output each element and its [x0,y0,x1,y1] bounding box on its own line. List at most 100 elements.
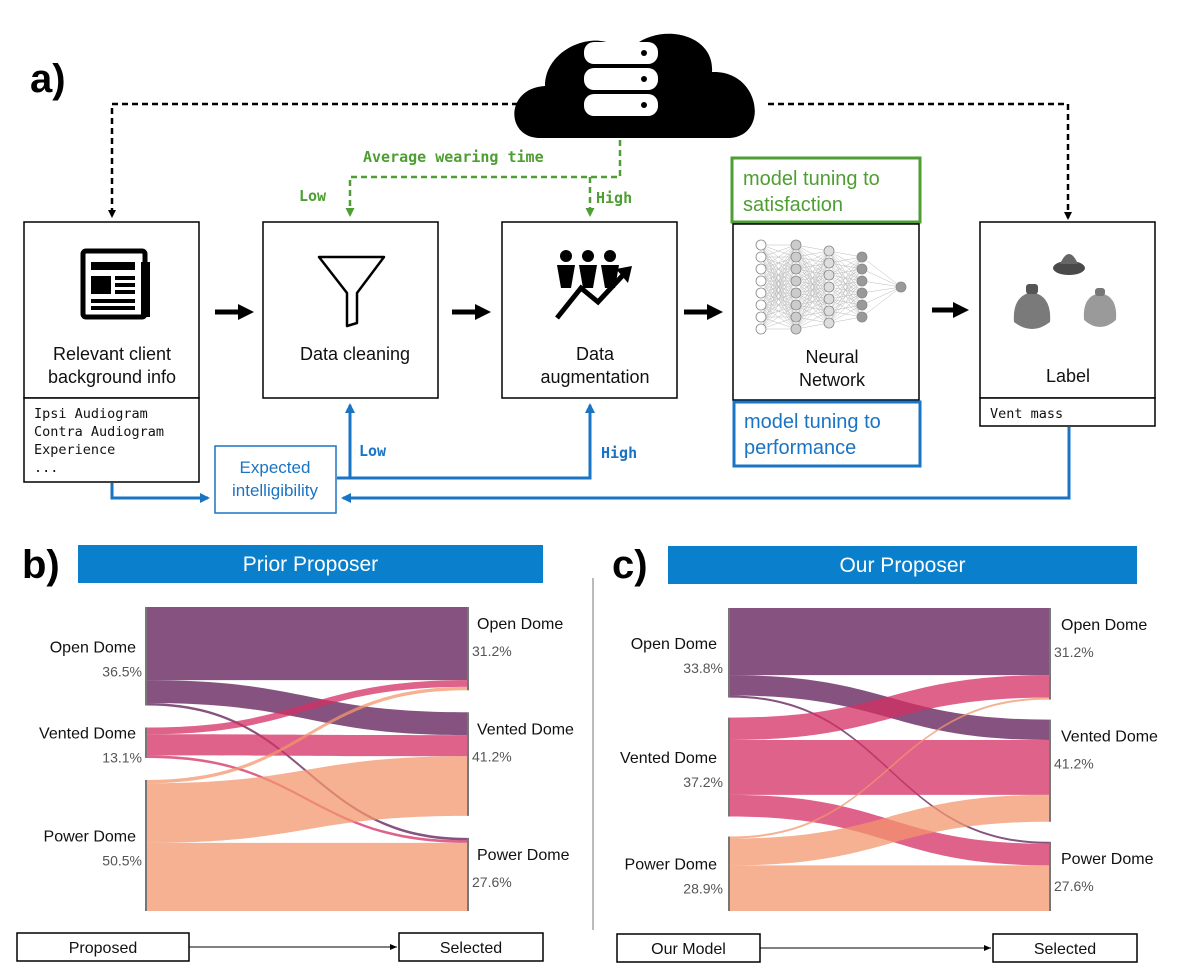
target-node-bar [1049,719,1051,822]
target-node-value: 27.6% [472,874,512,890]
nn-edge [795,298,830,330]
nn-node [823,281,835,293]
network-title-2: Network [799,370,866,390]
nn-edge [760,244,797,306]
source-node-bar [145,779,147,911]
nn-node [856,263,868,275]
target-axis-label: Selected [440,940,502,957]
nn-edge [760,244,797,258]
nn-edge [760,292,797,330]
nn-node [823,245,835,257]
target-node-bar [467,607,469,691]
nn-edge [795,262,830,330]
low-green-label: Low [299,187,327,205]
flow-power-dome-to-vented-dome [730,794,1049,866]
flow-vented-dome-to-vented-dome [147,734,467,757]
nn-edge [795,250,830,306]
source-node-label: Power Dome [625,857,718,874]
chart-title: Prior Proposer [243,553,378,576]
target-node-label: Vented Dome [1061,729,1158,746]
neural-net-icon [755,239,907,335]
client-feature: ... [34,460,58,476]
nn-node [755,299,767,311]
label-box-title: Label [1046,366,1090,386]
flow-open-dome-to-open-dome [147,607,467,681]
data-source-links [108,102,1072,220]
target-node-label: Open Dome [477,616,563,633]
source-node-label: Power Dome [44,828,137,845]
flow-power-dome-to-vented-dome [147,756,467,843]
nn-edge [760,304,797,330]
source-node-value: 13.1% [102,750,142,766]
nn-edge [828,256,863,300]
nn-edge [795,250,830,270]
source-node-label: Open Dome [50,639,136,656]
nn-node [755,311,767,323]
target-node-label: Power Dome [477,847,570,864]
target-node-bar [1049,841,1051,911]
nn-node [755,251,767,263]
nn-node [856,275,868,287]
nn-edge [861,286,902,306]
source-axis-label: Proposed [69,940,138,957]
nn-node [755,275,767,287]
target-node-value: 31.2% [472,643,512,659]
nn-edge [760,244,797,294]
panel-label-b: b) [22,543,60,587]
intelligibility-box [214,445,337,514]
client-feature: Ipsi Audiogram [34,406,148,422]
source-axis-label: Our Model [651,941,726,958]
nn-edge [795,250,830,330]
intelligibility-label-2: intelligibility [232,481,318,500]
flow-open-dome-to-open-dome [730,608,1049,676]
target-node-bar [467,712,469,816]
nn-node [790,311,802,323]
nn-edge [828,316,863,324]
nn-node [790,299,802,311]
source-node-label: Vented Dome [39,726,136,743]
target-axis-box [398,932,544,962]
nn-edge [861,268,902,288]
flow-power-dome-to-open-dome [730,697,1049,839]
nn-node [856,287,868,299]
flow-power-dome-to-power-dome [147,842,467,911]
nn-edge [828,256,863,276]
target-node-label: Power Dome [1061,851,1154,868]
nn-node [823,257,835,269]
client-box-title-2: background info [48,367,176,387]
data-cleaning-box: Data cleaning [262,221,439,399]
nn-edge [760,256,797,330]
nn-node [790,275,802,287]
nn-edge [828,292,863,324]
target-node-value: 41.2% [1054,756,1094,772]
client-info-box: Relevant client background info Ipsi Aud… [23,221,200,483]
nn-edge [760,316,797,330]
nn-node [856,251,868,263]
nn-edge [828,268,863,324]
people-growth-icon [555,250,632,320]
label-box: Label Vent mass [979,221,1156,427]
nn-node [790,323,802,335]
augmentation-title-2: augmentation [540,367,649,387]
nn-node [790,251,802,263]
target-node-label: Open Dome [1061,617,1147,634]
nn-node [823,317,835,329]
source-node-bar [145,727,147,758]
nn-edge [760,268,797,330]
tuning-satisfaction-2: satisfaction [743,194,843,216]
high-blue-label: High [601,444,637,462]
low-blue-label: Low [359,442,387,460]
client-feature: Contra Audiogram [34,424,164,440]
source-node-bar [728,836,730,911]
nn-node [790,239,802,251]
target-node-bar [1049,608,1051,700]
nn-edge [760,244,797,282]
tuning-performance-2: performance [744,437,856,459]
nn-edge [795,274,830,330]
source-node-bar [728,608,730,698]
high-green-label: High [596,189,632,207]
nn-node [856,311,868,323]
